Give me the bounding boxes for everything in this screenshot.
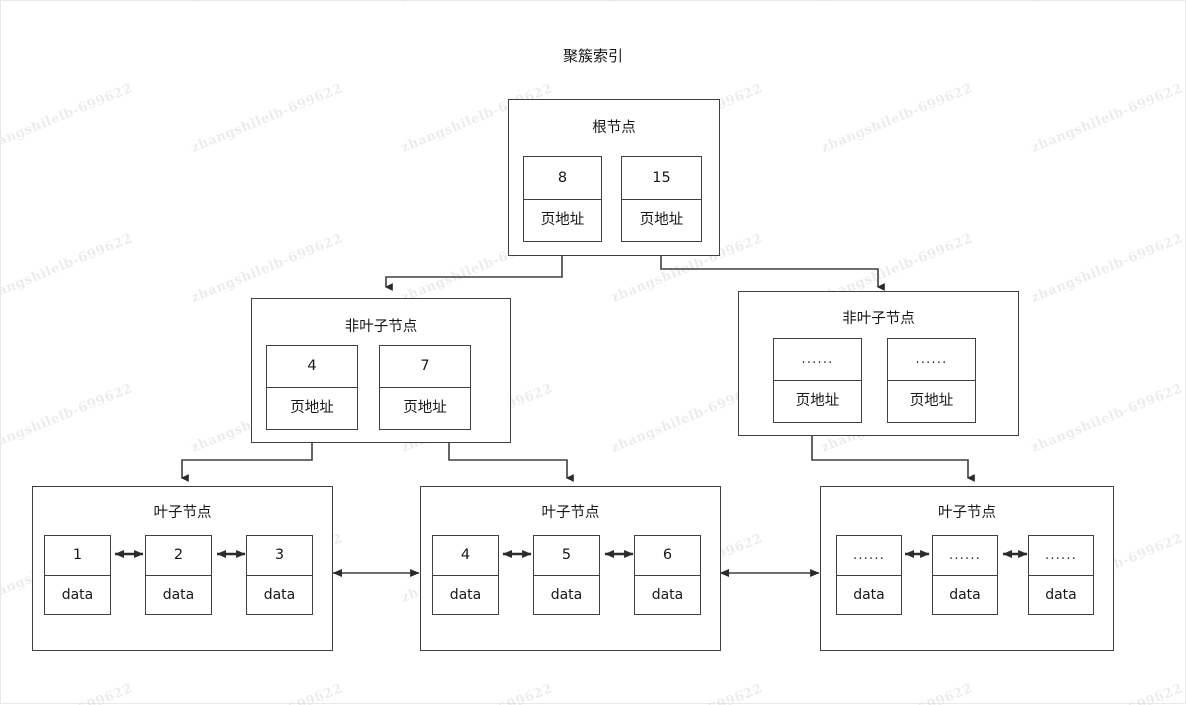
root-cell-0-key: 8 xyxy=(524,157,601,200)
diagram-title: 聚簇索引 xyxy=(562,47,623,65)
root-cell-1-key: 15 xyxy=(622,157,701,200)
node-leaf-3-label: 叶子节点 xyxy=(938,505,996,521)
leaf-2-cell-2[interactable]: 6 data xyxy=(634,535,701,615)
leaf-2-cell-1-data: data xyxy=(550,586,583,603)
node-root[interactable]: 根节点 8 页地址 15 页地址 xyxy=(508,99,720,256)
internal-left-cell-0-pointer: 页地址 xyxy=(290,400,334,417)
node-internal-left-label: 非叶子节点 xyxy=(344,319,418,335)
watermark-text: zhangshilelb-699622 xyxy=(819,1,975,6)
internal-right-cell-1-pointer: 页地址 xyxy=(909,393,954,410)
watermark-text: zhangshilelb-699622 xyxy=(819,81,975,156)
leaf-2-cell-1[interactable]: 5 data xyxy=(533,535,600,615)
node-internal-right[interactable]: 非叶子节点 ...... 页地址 ...... 页地址 xyxy=(738,291,1019,436)
watermark-text: zhangshilelb-699622 xyxy=(1029,231,1185,306)
internal-left-cell-1-pointer: 页地址 xyxy=(403,400,447,417)
internal-left-cell-0[interactable]: 4 页地址 xyxy=(266,345,358,430)
watermark-text: zhangshilelb-699622 xyxy=(609,681,765,705)
leaf-3-cell-2-data: data xyxy=(1045,586,1077,603)
node-leaf-2-label: 叶子节点 xyxy=(541,505,600,521)
root-cell-1-pointer: 页地址 xyxy=(639,212,684,228)
leaf-1-cell-1-key: 2 xyxy=(146,536,211,576)
node-root-label: 根节点 xyxy=(592,120,636,136)
watermark-text: zhangshilelb-699622 xyxy=(1,231,135,306)
leaf-1-cell-2-data: data xyxy=(263,586,296,603)
node-leaf-1-label: 叶子节点 xyxy=(153,505,212,521)
internal-right-cell-0-pointer: 页地址 xyxy=(795,393,840,410)
watermark-text: zhangshilelb-699622 xyxy=(1029,1,1185,6)
node-leaf-3[interactable]: 叶子节点 ...... data ...... data ...... data xyxy=(820,486,1114,651)
leaf-3-cell-0-data: data xyxy=(853,586,885,603)
leaf-3-cell-2[interactable]: ...... data xyxy=(1028,535,1094,615)
node-internal-left[interactable]: 非叶子节点 4 页地址 7 页地址 xyxy=(251,298,511,443)
leaf-2-cell-1-key: 5 xyxy=(534,536,599,576)
watermark-text: zhangshilelb-699622 xyxy=(399,681,555,705)
node-root-cells: 8 页地址 15 页地址 xyxy=(523,156,702,242)
watermark-text: zhangshilelb-699622 xyxy=(1,81,135,156)
internal-right-cell-1[interactable]: ...... 页地址 xyxy=(887,338,976,423)
node-leaf-3-cells: ...... data ...... data ...... data xyxy=(836,535,1094,615)
internal-left-cell-0-key: 4 xyxy=(267,346,357,388)
leaf-3-cell-1-key: ...... xyxy=(933,536,997,576)
internal-left-cell-1-key: 7 xyxy=(380,346,470,388)
watermark-text: zhangshilelb-699622 xyxy=(399,1,555,6)
leaf-2-cell-0-data: data xyxy=(449,586,482,603)
leaf-1-cell-1[interactable]: 2 data xyxy=(145,535,212,615)
root-cell-0[interactable]: 8 页地址 xyxy=(523,156,602,242)
leaf-1-cell-0-data: data xyxy=(61,586,94,603)
leaf-2-cell-2-data: data xyxy=(651,586,684,603)
leaf-2-cell-0[interactable]: 4 data xyxy=(432,535,499,615)
node-internal-right-cells: ...... 页地址 ...... 页地址 xyxy=(773,338,976,423)
internal-right-cell-0[interactable]: ...... 页地址 xyxy=(773,338,862,423)
leaf-1-cell-2[interactable]: 3 data xyxy=(246,535,313,615)
watermark-text: zhangshilelb-699622 xyxy=(1029,681,1185,705)
leaf-3-cell-1[interactable]: ...... data xyxy=(932,535,998,615)
leaf-3-cell-2-key: ...... xyxy=(1029,536,1093,576)
watermark-text: zhangshilelb-699622 xyxy=(189,1,345,6)
internal-right-cell-1-key: ...... xyxy=(888,339,975,381)
leaf-1-cell-1-data: data xyxy=(162,586,195,603)
watermark-text: zhangshilelb-699622 xyxy=(1029,381,1185,456)
internal-left-cell-1[interactable]: 7 页地址 xyxy=(379,345,471,430)
root-cell-1[interactable]: 15 页地址 xyxy=(621,156,702,242)
watermark-text: zhangshilelb-699622 xyxy=(609,1,765,6)
node-leaf-1-cells: 1 data 2 data 3 data xyxy=(44,535,313,615)
leaf-3-cell-1-data: data xyxy=(949,586,981,603)
leaf-3-cell-0-key: ...... xyxy=(837,536,901,576)
watermark-text: zhangshilelb-699622 xyxy=(189,231,345,306)
watermark-text: zhangshilelb-699622 xyxy=(1029,81,1185,156)
watermark-text: zhangshilelb-699622 xyxy=(819,681,975,705)
leaf-3-cell-0[interactable]: ...... data xyxy=(836,535,902,615)
watermark-text: zhangshilelb-699622 xyxy=(189,81,345,156)
leaf-1-cell-2-key: 3 xyxy=(247,536,312,576)
leaf-2-cell-0-key: 4 xyxy=(433,536,498,576)
node-leaf-2[interactable]: 叶子节点 4 data 5 data 6 data xyxy=(420,486,721,651)
node-internal-right-label: 非叶子节点 xyxy=(842,311,915,327)
leaf-1-cell-0[interactable]: 1 data xyxy=(44,535,111,615)
internal-right-cell-0-key: ...... xyxy=(774,339,861,381)
watermark-text: zhangshilelb-699622 xyxy=(189,681,345,705)
node-leaf-2-cells: 4 data 5 data 6 data xyxy=(432,535,701,615)
watermark-text: zhangshilelb-699622 xyxy=(1,681,135,705)
node-leaf-1[interactable]: 叶子节点 1 data 2 data 3 data xyxy=(32,486,333,651)
root-cell-0-pointer: 页地址 xyxy=(540,212,585,228)
watermark-text: zhangshilelb-699622 xyxy=(1,1,135,6)
leaf-2-cell-2-key: 6 xyxy=(635,536,700,576)
leaf-1-cell-0-key: 1 xyxy=(45,536,110,576)
watermark-text: zhangshilelb-699622 xyxy=(1,381,135,456)
node-internal-left-cells: 4 页地址 7 页地址 xyxy=(266,345,471,430)
edge-internal-right-to-leaf-3 xyxy=(811,431,975,482)
